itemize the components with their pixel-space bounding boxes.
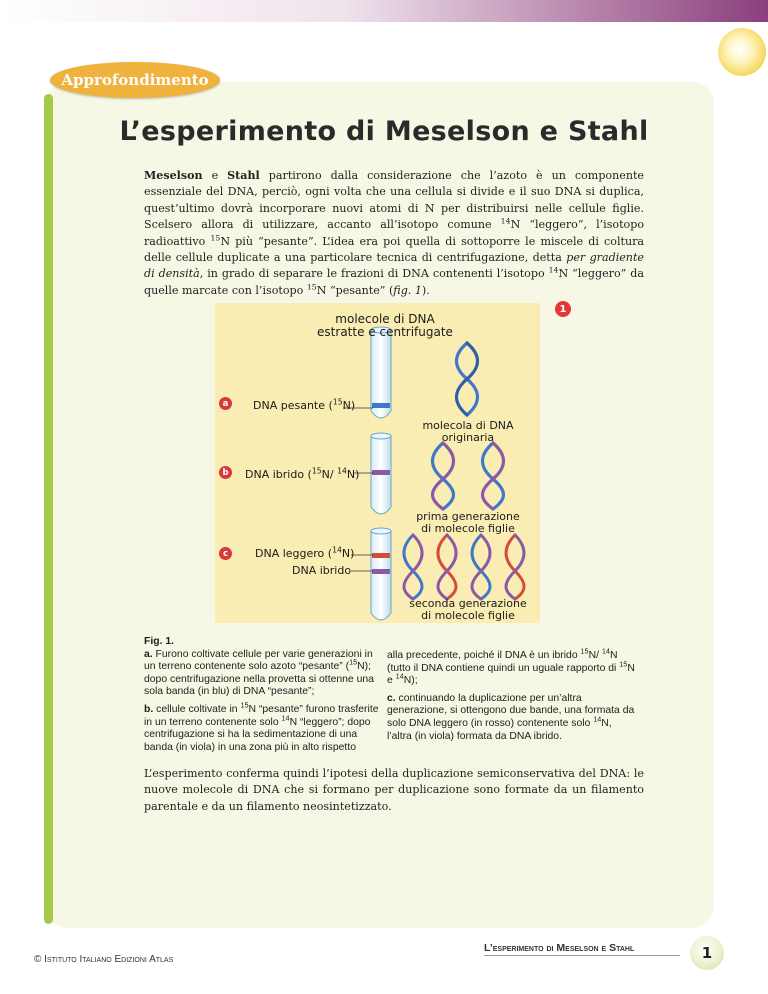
figure-meselson-stahl: molecole di DNA estratte e centrifugate … bbox=[215, 303, 540, 623]
isotope-sup: 14 bbox=[337, 466, 347, 476]
label-text: DNA leggero ( bbox=[255, 547, 333, 560]
isotope-sup: 14 bbox=[548, 265, 559, 275]
isotope-sup: 15 bbox=[332, 397, 343, 407]
label-original-molecule: molecola di DNA originaria bbox=[409, 420, 527, 444]
isotope-sup: 15 bbox=[311, 466, 322, 476]
isotope-sup: 15 bbox=[619, 659, 628, 669]
label-text: N) bbox=[346, 468, 360, 481]
label-text: N/ bbox=[321, 468, 338, 481]
isotope-sup: 15 bbox=[580, 646, 589, 656]
label-line: di molecole figlie bbox=[421, 522, 515, 535]
footer-divider bbox=[484, 955, 680, 956]
label-second-generation: seconda generazione di molecole figlie bbox=[401, 598, 535, 622]
intro-text: N “leggero”, l’isotopo radioattivo bbox=[144, 218, 645, 248]
caption-letter: c. bbox=[387, 692, 396, 704]
label-text: DNA ibrido ( bbox=[245, 468, 312, 481]
section-badge: Approfondimento bbox=[50, 62, 220, 98]
caption-text: alla precedente, poiché il DNA è un ibri… bbox=[387, 650, 581, 661]
label-line: di molecole figlie bbox=[421, 609, 515, 622]
label-heavy-dna: DNA pesante (15N) bbox=[253, 397, 356, 412]
isotope-sup: 14 bbox=[593, 714, 602, 724]
author-meselson: Meselson bbox=[144, 169, 203, 182]
isotope-sup: 14 bbox=[281, 713, 290, 723]
row-letter-b: b bbox=[219, 466, 232, 479]
label-hybrid-dna: DNA ibrido (15N/ 14N) bbox=[245, 466, 360, 481]
caption-right: alla precedente, poiché il DNA è un ibri… bbox=[387, 646, 637, 748]
caption-text: N e bbox=[387, 662, 635, 687]
caption-text: N (tutto il DNA contiene quindi un ugual… bbox=[387, 650, 620, 674]
label-line: seconda generazione bbox=[409, 597, 527, 610]
caption-letter: a. bbox=[144, 648, 153, 660]
footer-running-title: L’esperimento di Meselson e Stahl bbox=[484, 942, 635, 954]
label-first-generation: prima generazione di molecole figlie bbox=[401, 511, 535, 535]
intro-text: e bbox=[202, 169, 228, 182]
caption-text: Furono coltivate cellule per varie gener… bbox=[144, 648, 373, 673]
dna-helix-original bbox=[454, 341, 480, 417]
caption-title: Fig. 1. bbox=[144, 636, 175, 647]
label-line: originaria bbox=[441, 431, 495, 444]
dna-helix-first-generation bbox=[430, 441, 506, 511]
caption-left: Fig. 1. a. Furono coltivate cellule per … bbox=[144, 636, 379, 759]
section-badge-label: Approfondimento bbox=[61, 71, 209, 89]
intro-text: ). bbox=[421, 283, 430, 297]
intro-text: partirono dalla considerazione che l’azo… bbox=[144, 169, 644, 232]
header-gradient-bar bbox=[0, 0, 768, 22]
isotope-sup: 14 bbox=[395, 671, 404, 681]
isotope-sup: 15 bbox=[306, 282, 317, 292]
panel-green-edge bbox=[44, 94, 53, 924]
label-line: prima generazione bbox=[416, 510, 520, 523]
isotope-sup: 15 bbox=[349, 657, 358, 667]
band-light bbox=[372, 553, 390, 558]
intro-paragraph: Meselson e Stahl partirono dalla conside… bbox=[144, 168, 644, 299]
intro-text: , in grado di separare le frazioni di DN… bbox=[199, 267, 549, 281]
author-stahl: Stahl bbox=[227, 169, 260, 182]
label-text: N) bbox=[341, 547, 355, 560]
test-tube-a bbox=[370, 326, 392, 419]
caption-text: N “leggero”; dopo centrifugazione si ha … bbox=[144, 716, 371, 753]
decorative-globe bbox=[718, 28, 766, 76]
test-tube-c bbox=[370, 527, 392, 621]
label-line: molecola di DNA bbox=[422, 419, 514, 432]
label-top-line1: molecole di DNA bbox=[335, 312, 435, 326]
caption-text: N/ bbox=[588, 650, 602, 661]
label-hybrid-dna-c: DNA ibrido bbox=[292, 564, 352, 577]
isotope-sup: 15 bbox=[210, 232, 221, 242]
figure-illustration bbox=[343, 326, 526, 621]
band-hybrid bbox=[372, 470, 390, 475]
intro-text: N “leggero” da quelle marcate con l’isot… bbox=[144, 267, 644, 297]
isotope-sup: 15 bbox=[240, 700, 249, 710]
intro-text: N più “pesante”. L’idea era poi quella d… bbox=[144, 234, 645, 265]
label-text: N) bbox=[342, 399, 356, 412]
figure-reference: fig. 1 bbox=[393, 283, 422, 297]
conclusion-text: L’esperimento conferma quindi l’ipotesi … bbox=[144, 767, 644, 813]
label-light-dna: DNA leggero (14N) bbox=[255, 545, 355, 560]
isotope-sup: 14 bbox=[500, 216, 511, 226]
conclusion-paragraph: L’esperimento conferma quindi l’ipotesi … bbox=[144, 766, 644, 815]
dna-helix-second-generation bbox=[402, 533, 526, 601]
test-tube-b bbox=[370, 432, 392, 515]
page-number: 1 bbox=[690, 936, 724, 970]
figure-number-badge: 1 bbox=[555, 301, 571, 317]
band-heavy bbox=[372, 403, 390, 408]
isotope-sup: 14 bbox=[332, 545, 342, 555]
label-text: DNA pesante ( bbox=[253, 399, 333, 412]
page-title: L’esperimento di Meselson e Stahl bbox=[119, 116, 649, 147]
caption-text: continuando la duplicazione per un’altra… bbox=[387, 692, 635, 729]
caption-text: N, l’altra (in viola) formata da DNA ibr… bbox=[387, 717, 612, 742]
row-letter-a: a bbox=[219, 397, 232, 410]
caption-text: N); bbox=[403, 675, 418, 687]
caption-text: cellule coltivate in bbox=[153, 703, 241, 715]
intro-emphasis: per gradiente di densità bbox=[144, 251, 644, 281]
intro-text: N “pesante” ( bbox=[316, 283, 394, 297]
caption-text: N “pesante” furono trasferite in un terr… bbox=[144, 703, 379, 728]
caption-text: N); dopo centrifugazione nella provetta … bbox=[144, 661, 374, 698]
label-top-line2: estratte e centrifugate bbox=[317, 325, 453, 339]
band-hybrid bbox=[372, 569, 390, 574]
caption-letter: b. bbox=[144, 703, 154, 715]
footer-publisher: © Istituto Italiano Edizioni Atlas bbox=[34, 954, 174, 965]
label-top: molecole di DNA estratte e centrifugate bbox=[295, 313, 475, 339]
row-letter-c: c bbox=[219, 547, 232, 560]
isotope-sup: 14 bbox=[601, 646, 610, 656]
